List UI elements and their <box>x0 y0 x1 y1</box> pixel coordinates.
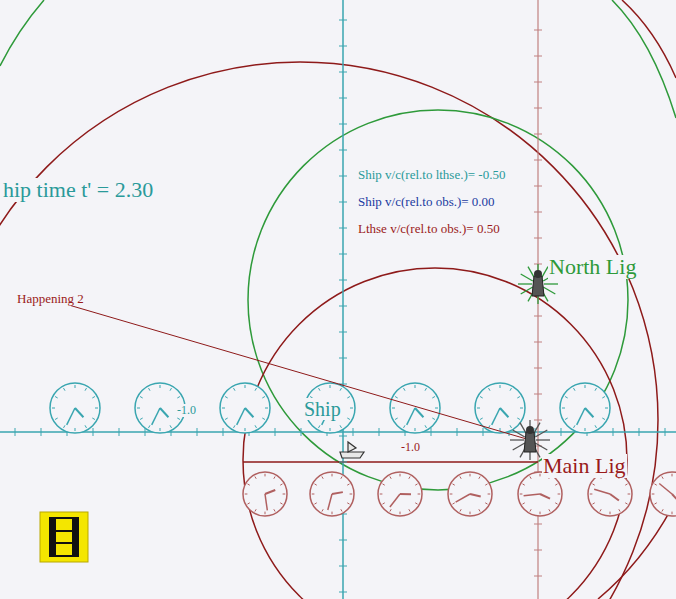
axis-tick <box>197 428 198 436</box>
axis-tick <box>339 540 347 541</box>
clock-face <box>220 383 270 433</box>
clock-face <box>448 472 492 516</box>
axis-tick <box>145 428 146 436</box>
axis-tick <box>534 82 542 83</box>
clock-face <box>378 472 422 516</box>
axis-tick <box>41 428 42 436</box>
axis-tick <box>534 56 542 57</box>
axis-tick <box>457 428 458 436</box>
axis-tick <box>339 72 347 73</box>
clock-face <box>475 383 525 433</box>
axis-tick <box>301 428 302 436</box>
leader-line <box>62 303 530 440</box>
axis-tick <box>275 428 276 436</box>
axis-tick <box>534 186 542 187</box>
axis-tick <box>665 428 666 436</box>
axis-tick <box>534 342 542 343</box>
axis-tick <box>339 436 347 437</box>
axis-tick <box>534 316 542 317</box>
clock-face <box>390 383 440 433</box>
light-circle <box>248 110 628 490</box>
axis-number: -1.0 <box>400 441 421 454</box>
clock-rows <box>50 383 676 516</box>
light-circle-arc <box>612 0 676 118</box>
lighthouse-name: North Lig <box>548 255 637 279</box>
event-label: Happening 2 <box>16 292 85 306</box>
clock-face <box>650 472 676 516</box>
axis-tick <box>339 462 347 463</box>
lighthouse-name: Main Lig <box>542 454 627 478</box>
axis-tick <box>534 576 542 577</box>
ship-name: Ship <box>303 398 342 420</box>
axis-tick <box>339 358 347 359</box>
ship-time-readout: hip time t' = 2.30 <box>2 178 154 202</box>
axis-tick <box>534 524 542 525</box>
axis-tick <box>339 176 347 177</box>
velocity-readout: Lthse v/c(rel.to obs.)= 0.50 <box>357 222 501 236</box>
axis-tick <box>339 124 347 125</box>
clock-face <box>310 472 354 516</box>
lighthouse-x-axis <box>243 461 538 463</box>
axis-tick <box>534 394 542 395</box>
clock-face <box>243 472 287 516</box>
light-circle <box>0 62 658 599</box>
axis-number: -1.0 <box>176 404 197 417</box>
axis-tick <box>339 332 347 333</box>
axis-tick <box>353 428 354 436</box>
axis-tick <box>93 428 94 436</box>
axis-tick <box>534 368 542 369</box>
axis-tick <box>339 306 347 307</box>
axis-tick <box>534 30 542 31</box>
axis-tick <box>339 280 347 281</box>
axis-tick <box>534 134 542 135</box>
axis-tick <box>223 428 224 436</box>
axis-tick <box>15 428 16 436</box>
axis-tick <box>534 108 542 109</box>
axis-tick <box>639 428 640 436</box>
axis-tick <box>534 420 542 421</box>
axis-tick <box>534 238 542 239</box>
light-circle-arc <box>0 0 44 66</box>
light-circle-arc <box>622 0 676 78</box>
axis-tick <box>119 428 120 436</box>
axis-tick <box>534 212 542 213</box>
axis-tick <box>339 254 347 255</box>
axis-tick <box>561 428 562 436</box>
axis-tick <box>339 228 347 229</box>
axis-tick <box>339 592 347 593</box>
velocity-readout: Ship v/c(rel.to obs.)= 0.00 <box>357 195 496 209</box>
axis-tick <box>431 428 432 436</box>
velocity-readout: Ship v/c(rel.to lthse.)= -0.50 <box>357 168 506 182</box>
ship-icon <box>340 442 364 458</box>
movie-icon <box>40 512 88 562</box>
axis-tick <box>339 20 347 21</box>
light-circle <box>243 268 627 599</box>
axis-tick <box>339 98 347 99</box>
axis-tick <box>613 428 614 436</box>
axis-tick <box>534 160 542 161</box>
clock-face <box>518 472 562 516</box>
axis-tick <box>379 428 380 436</box>
axis-tick <box>534 550 542 551</box>
axis-ticks <box>15 20 665 599</box>
axis-tick <box>339 202 347 203</box>
clock-face <box>50 383 100 433</box>
axis-tick <box>339 150 347 151</box>
axis-tick <box>339 46 347 47</box>
axis-tick <box>483 428 484 436</box>
axis-tick <box>339 566 347 567</box>
clock-face <box>588 472 632 516</box>
clock-face <box>560 383 610 433</box>
